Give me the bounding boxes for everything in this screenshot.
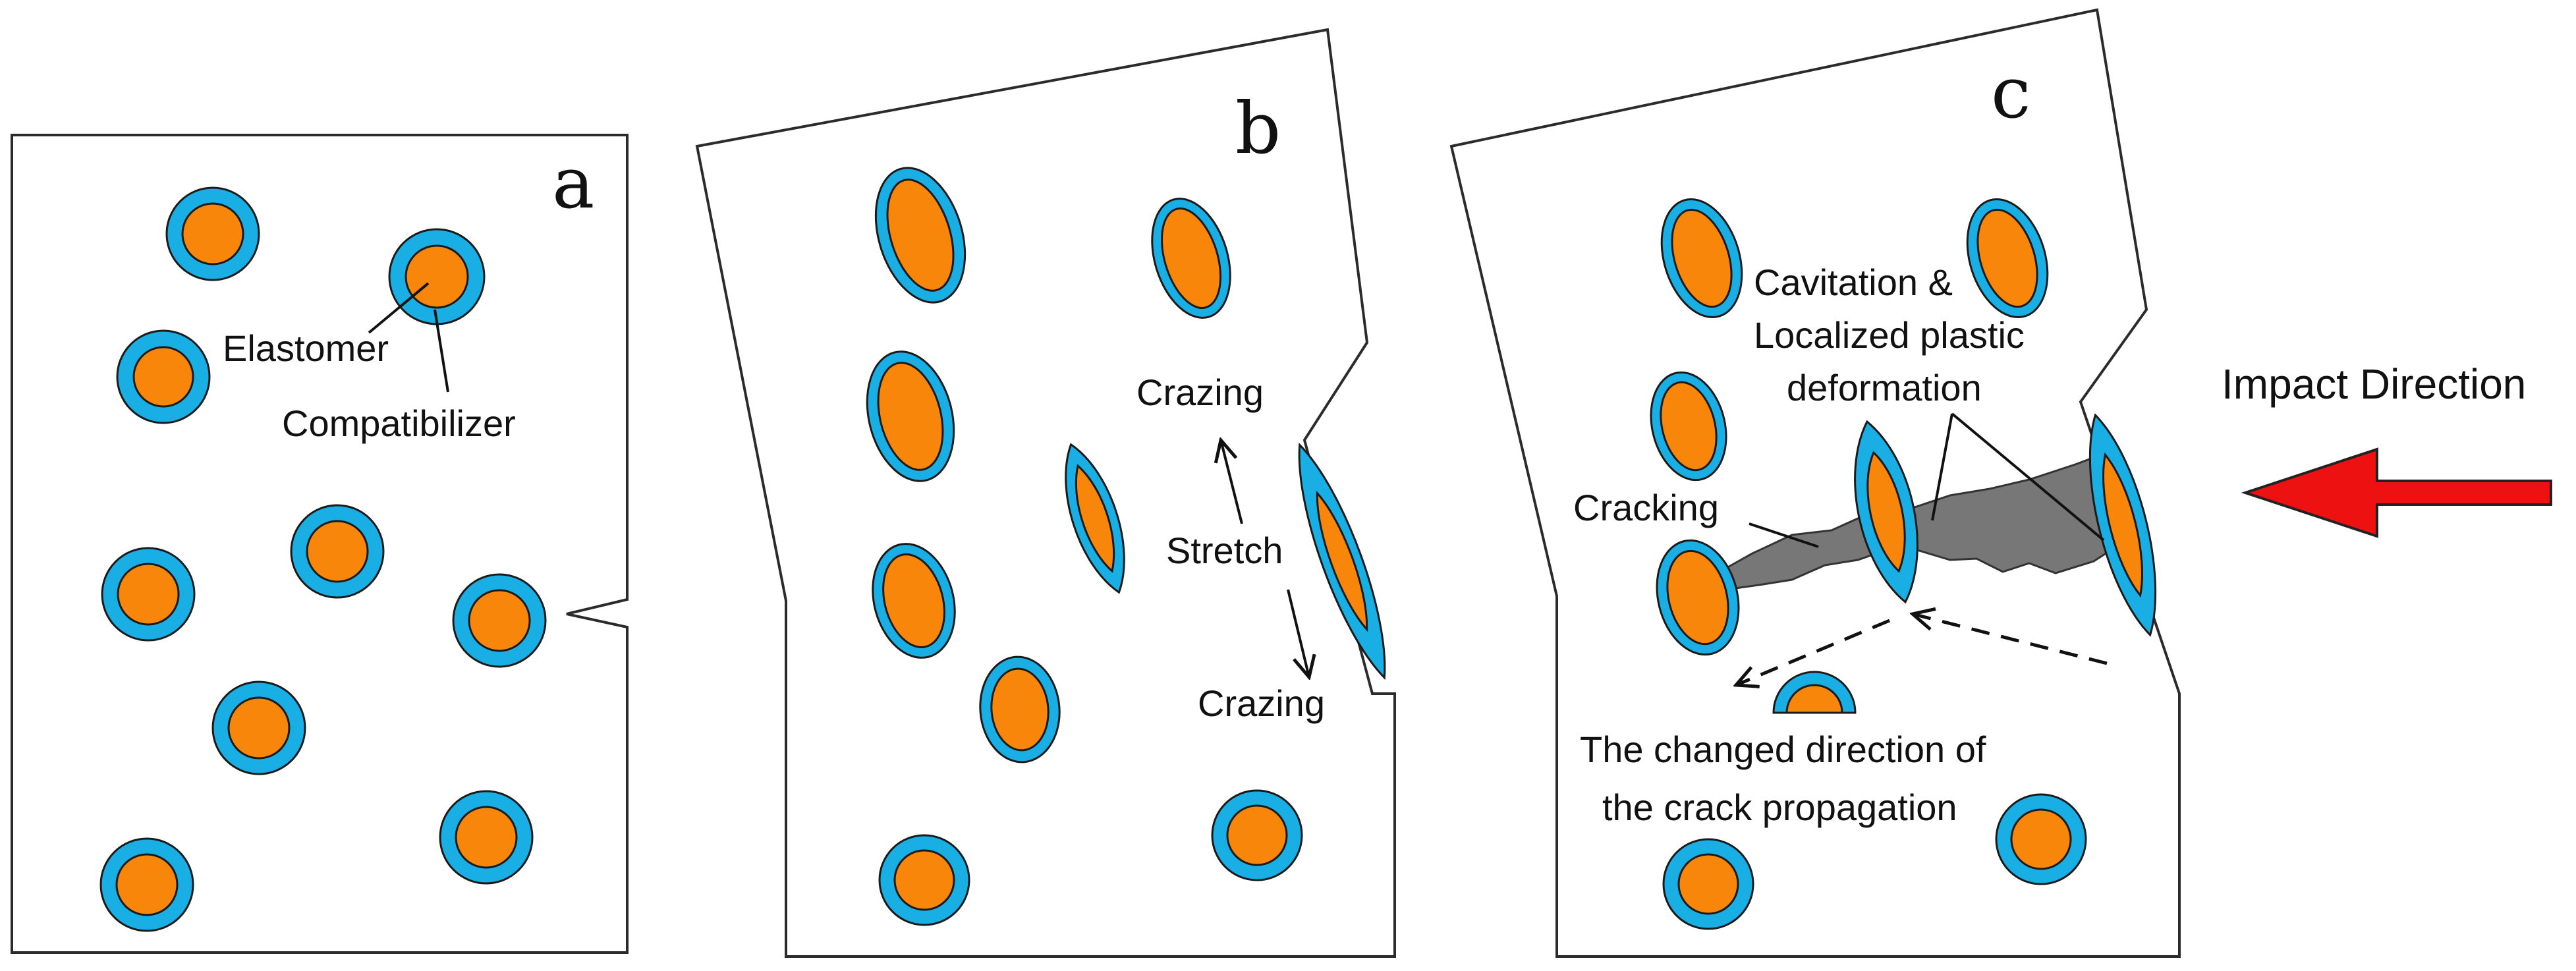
particle xyxy=(874,167,966,304)
changed-direction-line2: the crack propagation xyxy=(1602,787,1957,828)
particle xyxy=(1298,442,1386,680)
particle xyxy=(1656,539,1740,656)
stretch-arrow-down xyxy=(1287,589,1309,677)
particle-group-a xyxy=(99,186,547,932)
particle xyxy=(1660,198,1743,319)
particle xyxy=(452,573,547,668)
particle xyxy=(439,790,534,885)
cracking-label: Cracking xyxy=(1573,487,1719,528)
elastomer-leader xyxy=(368,282,430,334)
stretch-label: Stretch xyxy=(1166,530,1283,571)
particle xyxy=(1995,793,2087,885)
panel-b-letter: b xyxy=(1235,88,1281,170)
stretch-arrow-up xyxy=(1221,440,1243,524)
particle xyxy=(101,547,196,642)
panel-b: b Crazing Stretch Crazing xyxy=(695,28,1396,958)
propagation-arrow-2 xyxy=(1736,619,1890,685)
impact-direction: Impact Direction xyxy=(2222,360,2552,538)
particle xyxy=(1966,198,2049,319)
compatibilizer-leader xyxy=(434,309,449,393)
propagation-arrow-1 xyxy=(1913,614,2108,665)
particle-partial xyxy=(1772,671,1857,714)
particle xyxy=(290,504,385,599)
particle xyxy=(1151,198,1231,319)
particle xyxy=(1065,443,1125,594)
particle xyxy=(99,837,194,932)
panel-c-letter: c xyxy=(1991,52,2031,134)
compatibilizer-label: Compatibilizer xyxy=(282,402,516,444)
cavitation-label-line3: deformation xyxy=(1787,367,1982,408)
particle xyxy=(2088,413,2157,637)
particle-group-c xyxy=(1650,198,2157,930)
cavitation-label-line1: Cavitation & xyxy=(1754,262,1953,303)
panel-a-letter: a xyxy=(552,142,594,225)
cracking-leader xyxy=(1749,522,1819,548)
particle xyxy=(1854,420,1918,604)
changed-direction-line1: The changed direction of xyxy=(1580,729,1986,770)
panel-c: c Cavitation & Localized plastic deforma xyxy=(1449,8,2181,958)
left-arrow-icon xyxy=(2241,447,2552,538)
crazing-bottom-label: Crazing xyxy=(1198,682,1325,724)
particle xyxy=(872,543,956,659)
cavitation-label-line2: Localized plastic xyxy=(1754,314,2025,356)
panel-a: a Elastomer Compatibilizer xyxy=(11,134,629,954)
impact-direction-label: Impact Direction xyxy=(2222,360,2526,408)
crazing-top-label: Crazing xyxy=(1136,372,1264,413)
particle-group-b xyxy=(866,167,1386,926)
particle xyxy=(1211,789,1303,881)
particle xyxy=(878,834,970,926)
particle xyxy=(979,655,1061,763)
particle xyxy=(116,329,211,424)
particle xyxy=(866,350,955,482)
cavitation-leader-1 xyxy=(1931,413,1953,521)
particle xyxy=(165,186,260,281)
particle xyxy=(1662,838,1754,930)
elastomer-label: Elastomer xyxy=(223,327,389,369)
particle xyxy=(388,228,486,325)
cavitation-leader-2 xyxy=(1951,412,2105,541)
particle xyxy=(211,680,306,775)
particle xyxy=(1650,371,1727,482)
